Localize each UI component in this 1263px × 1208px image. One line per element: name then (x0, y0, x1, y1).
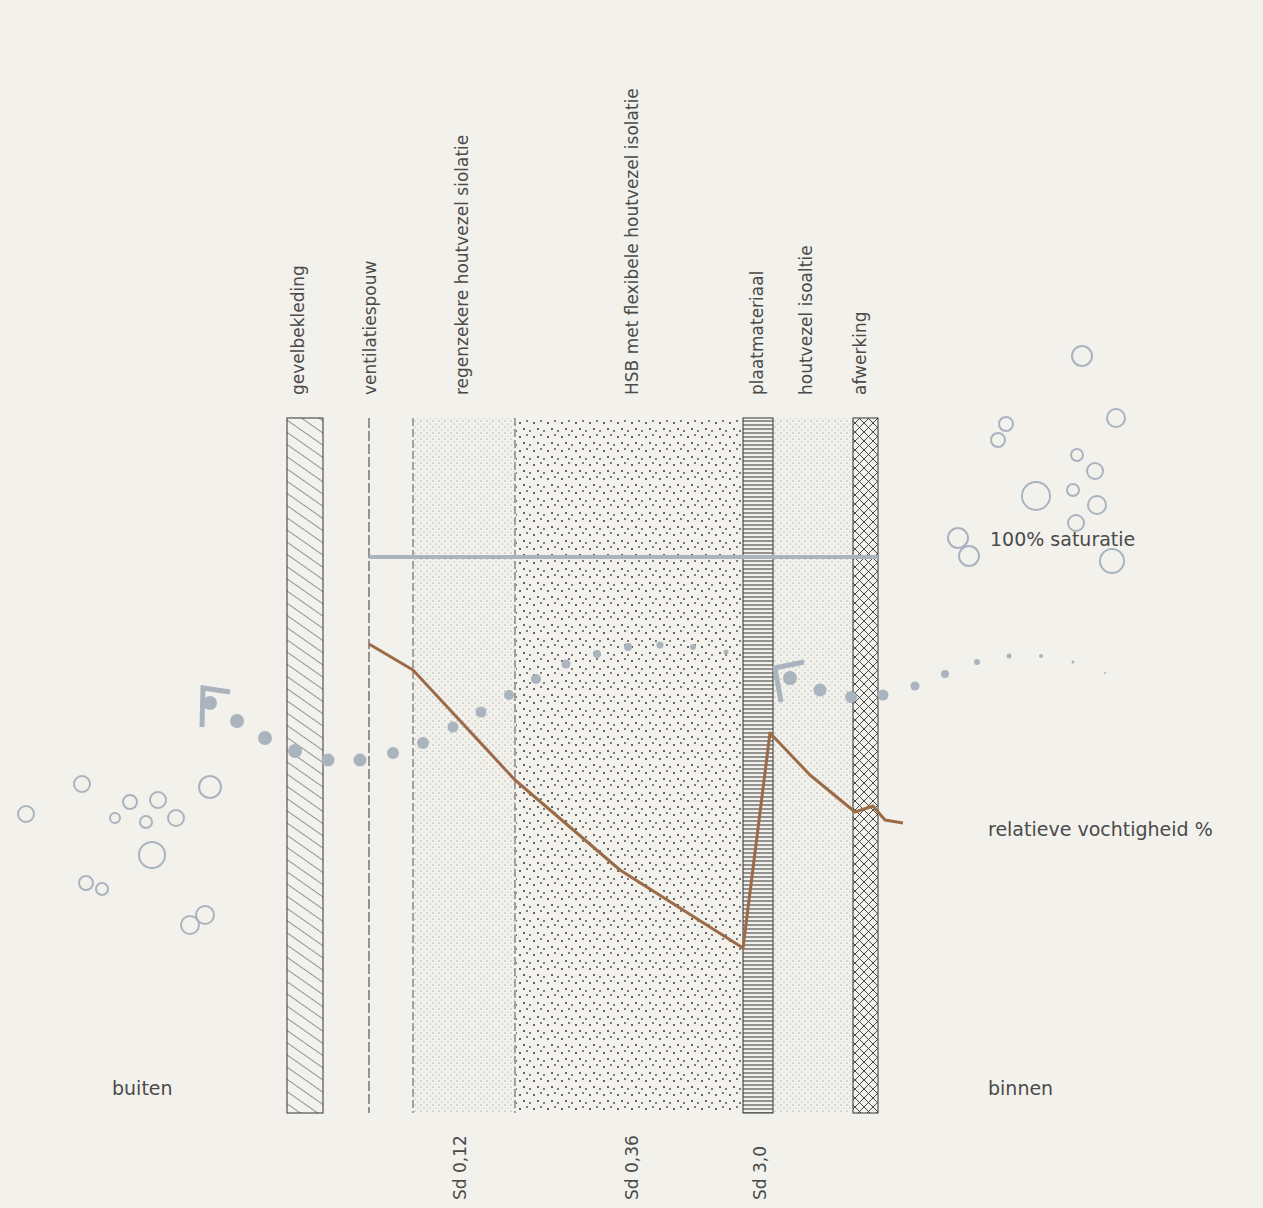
pressure-dot (258, 731, 272, 745)
vapour-bubble (1071, 449, 1083, 461)
layer-label: afwerking (850, 311, 870, 395)
vapour-bubble (168, 810, 184, 826)
vapour-bubble (196, 906, 214, 924)
pressure-dot (531, 674, 541, 684)
pressure-dot (322, 754, 335, 767)
vapour-bubble (1072, 346, 1092, 366)
pressure-dot (504, 690, 514, 700)
layer-label: regenzekere houtvezel siolatie (452, 135, 472, 395)
pressure-dot (387, 747, 399, 759)
layer-label: houtvezel isoaltie (796, 245, 816, 395)
pressure-dot (1007, 654, 1012, 659)
line-label: relatieve vochtigheid % (988, 819, 1213, 839)
pressure-dot (724, 650, 729, 655)
vapour-bubble (110, 813, 120, 823)
sd-value: Sd 0,36 (622, 1135, 642, 1200)
pressure-dot (1104, 672, 1106, 674)
pressure-dot (1072, 661, 1075, 664)
pressure-dot (624, 643, 632, 651)
pressure-dot (657, 642, 664, 649)
layer-label: HSB met flexibele houtvezel isolatie (622, 88, 642, 395)
pressure-dot (690, 644, 696, 650)
pressure-dot (593, 650, 601, 658)
pressure-dot (448, 722, 459, 733)
pressure-dot (417, 737, 429, 749)
vapour-bubble (1067, 484, 1079, 496)
layer-label: ventilatiespouw (360, 261, 380, 395)
vapour-bubble (948, 528, 968, 548)
vapour-bubble (123, 795, 137, 809)
vapour-bubble (1087, 463, 1103, 479)
vapour-bubble (140, 816, 152, 828)
pressure-dot (974, 659, 980, 665)
vapour-bubble (959, 546, 979, 566)
layer-label: gevelbekleding (288, 265, 308, 395)
side-label: binnen (988, 1078, 1053, 1098)
pressure-dot (354, 754, 367, 767)
layer-label: plaatmateriaal (747, 271, 767, 395)
pressure-dot (476, 707, 487, 718)
pressure-dot (911, 682, 920, 691)
vapour-bubble (999, 417, 1013, 431)
vapour-bubble (1088, 496, 1106, 514)
side-label: buiten (112, 1078, 173, 1098)
vapour-bubble (139, 842, 165, 868)
pressure-dot (203, 696, 217, 710)
line-label: 100% saturatie (990, 529, 1135, 549)
pressure-dot (1039, 654, 1043, 658)
vapour-bubble (74, 776, 90, 792)
vapour-bubble (199, 776, 221, 798)
pressure-dot (288, 744, 302, 758)
pressure-dot (845, 691, 857, 703)
pressure-dot (814, 684, 827, 697)
pressure-dot (783, 671, 797, 685)
pressure-dot (941, 670, 949, 678)
vapour-bubble (18, 806, 34, 822)
pressure-dot (878, 690, 889, 701)
vapour-bubble (96, 883, 108, 895)
vapour-bubble (991, 433, 1005, 447)
sd-value: Sd 0,12 (450, 1135, 470, 1200)
vapour-bubble (1100, 549, 1124, 573)
vapour-bubble (79, 876, 93, 890)
pressure-dot (562, 660, 571, 669)
sd-value: Sd 3,0 (750, 1146, 770, 1200)
vapour-bubble (1107, 409, 1125, 427)
pressure-dot (230, 714, 244, 728)
vapour-bubble (150, 792, 166, 808)
vapour-bubble (1022, 482, 1050, 510)
